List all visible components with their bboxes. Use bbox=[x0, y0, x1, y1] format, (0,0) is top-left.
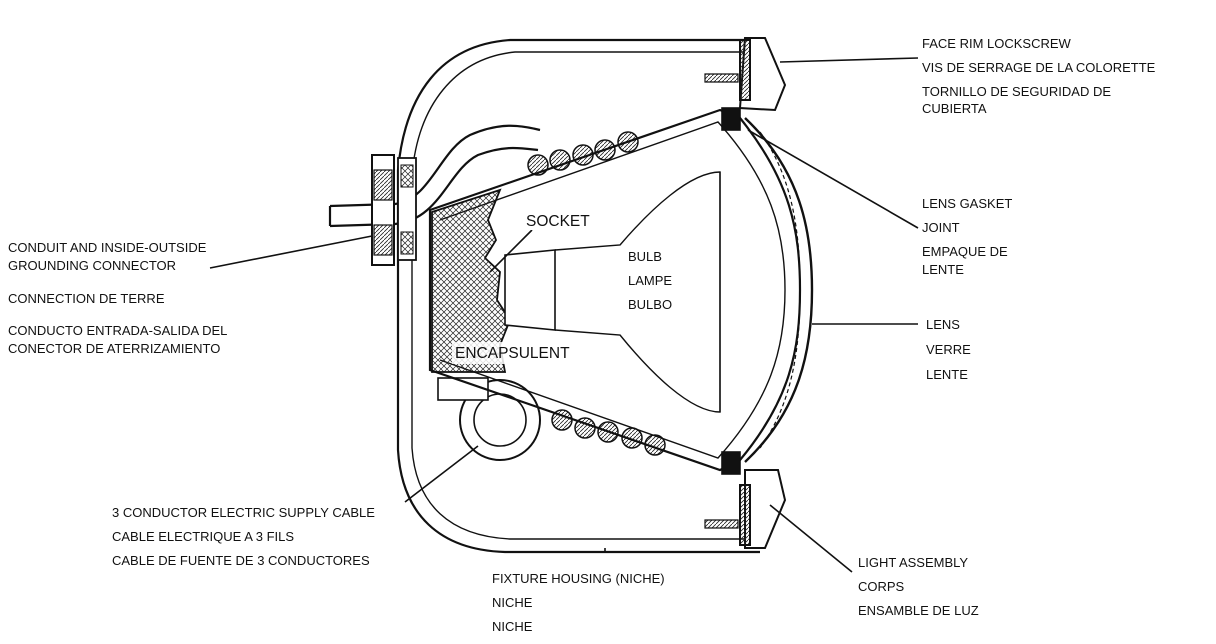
label-fixture-housing: FIXTURE HOUSING (NICHE) NICHE NICHE bbox=[492, 571, 665, 634]
label-light-assembly-fr: CORPS bbox=[858, 579, 905, 594]
label-face-rim-lockscrew-en: FACE RIM LOCKSCREW bbox=[922, 36, 1072, 51]
lens bbox=[744, 117, 814, 463]
label-lens-gasket-en: LENS GASKET bbox=[922, 196, 1012, 211]
face-rim bbox=[738, 37, 787, 549]
light-assembly-shell bbox=[428, 108, 802, 472]
label-lens-fr: VERRE bbox=[926, 342, 971, 357]
label-bulb-fr: LAMPE bbox=[628, 273, 672, 288]
label-supply-cable: 3 CONDUCTOR ELECTRIC SUPPLY CABLE CABLE … bbox=[112, 505, 375, 568]
conduit-pipe bbox=[329, 124, 541, 208]
label-conduit-en-2: GROUNDING CONNECTOR bbox=[8, 258, 176, 273]
label-bulb-es: BULBO bbox=[628, 297, 672, 312]
label-face-rim-lockscrew-es-2: CUBIERTA bbox=[922, 101, 987, 116]
label-conduit-es-1: CONDUCTO ENTRADA-SALIDA DEL bbox=[8, 323, 227, 338]
label-supply-cable-fr: CABLE ELECTRIQUE A 3 FILS bbox=[112, 529, 294, 544]
label-fixture-housing-fr: NICHE bbox=[492, 595, 533, 610]
label-supply-cable-en: 3 CONDUCTOR ELECTRIC SUPPLY CABLE bbox=[112, 505, 375, 520]
label-light-assembly: LIGHT ASSEMBLY CORPS ENSAMBLE DE LUZ bbox=[858, 555, 979, 618]
label-bulb: BULB LAMPE BULBO bbox=[628, 249, 672, 312]
cable-loop bbox=[437, 377, 541, 461]
label-socket: SOCKET bbox=[526, 213, 590, 230]
label-lens-es: LENTE bbox=[926, 367, 968, 382]
label-fixture-housing-en: FIXTURE HOUSING (NICHE) bbox=[492, 571, 665, 586]
label-light-assembly-en: LIGHT ASSEMBLY bbox=[858, 555, 968, 570]
label-face-rim-lockscrew-es-1: TORNILLO DE SEGURIDAD DE bbox=[922, 84, 1111, 99]
label-light-assembly-es: ENSAMBLE DE LUZ bbox=[858, 603, 979, 618]
encapsulent bbox=[431, 188, 512, 373]
label-conduit-es-2: CONECTOR DE ATERRIZAMIENTO bbox=[8, 341, 220, 356]
label-face-rim-lockscrew-fr: VIS DE SERRAGE DE LA COLORETTE bbox=[922, 60, 1156, 75]
label-conduit-en-1: CONDUIT AND INSIDE-OUTSIDE bbox=[8, 240, 207, 255]
label-supply-cable-es: CABLE DE FUENTE DE 3 CONDUCTORES bbox=[112, 553, 370, 568]
label-conduit-fr: CONNECTION DE TERRE bbox=[8, 291, 165, 306]
grounding-connector bbox=[371, 154, 417, 266]
label-encapsulent: ENCAPSULENT bbox=[455, 345, 570, 362]
lens-gasket bbox=[721, 107, 741, 475]
label-fixture-housing-es: NICHE bbox=[492, 619, 533, 634]
label-lens-gasket-es-1: EMPAQUE DE bbox=[922, 244, 1008, 259]
label-face-rim-lockscrew: FACE RIM LOCKSCREW VIS DE SERRAGE DE LA … bbox=[922, 36, 1156, 116]
label-bulb-en: BULB bbox=[628, 249, 662, 264]
label-lens-gasket: LENS GASKET JOINT EMPAQUE DE LENTE bbox=[922, 196, 1012, 277]
label-lens-gasket-fr: JOINT bbox=[922, 220, 960, 235]
label-lens: LENS VERRE LENTE bbox=[926, 317, 971, 382]
label-conduit: CONDUIT AND INSIDE-OUTSIDE GROUNDING CON… bbox=[8, 240, 227, 356]
lockscrew-top bbox=[704, 73, 739, 83]
leader-lines bbox=[209, 57, 919, 573]
label-lens-en: LENS bbox=[926, 317, 960, 332]
lockscrew-bottom bbox=[704, 519, 739, 529]
socket bbox=[504, 249, 556, 331]
label-lens-gasket-es-2: LENTE bbox=[922, 262, 964, 277]
cable-coils-top bbox=[527, 131, 639, 176]
